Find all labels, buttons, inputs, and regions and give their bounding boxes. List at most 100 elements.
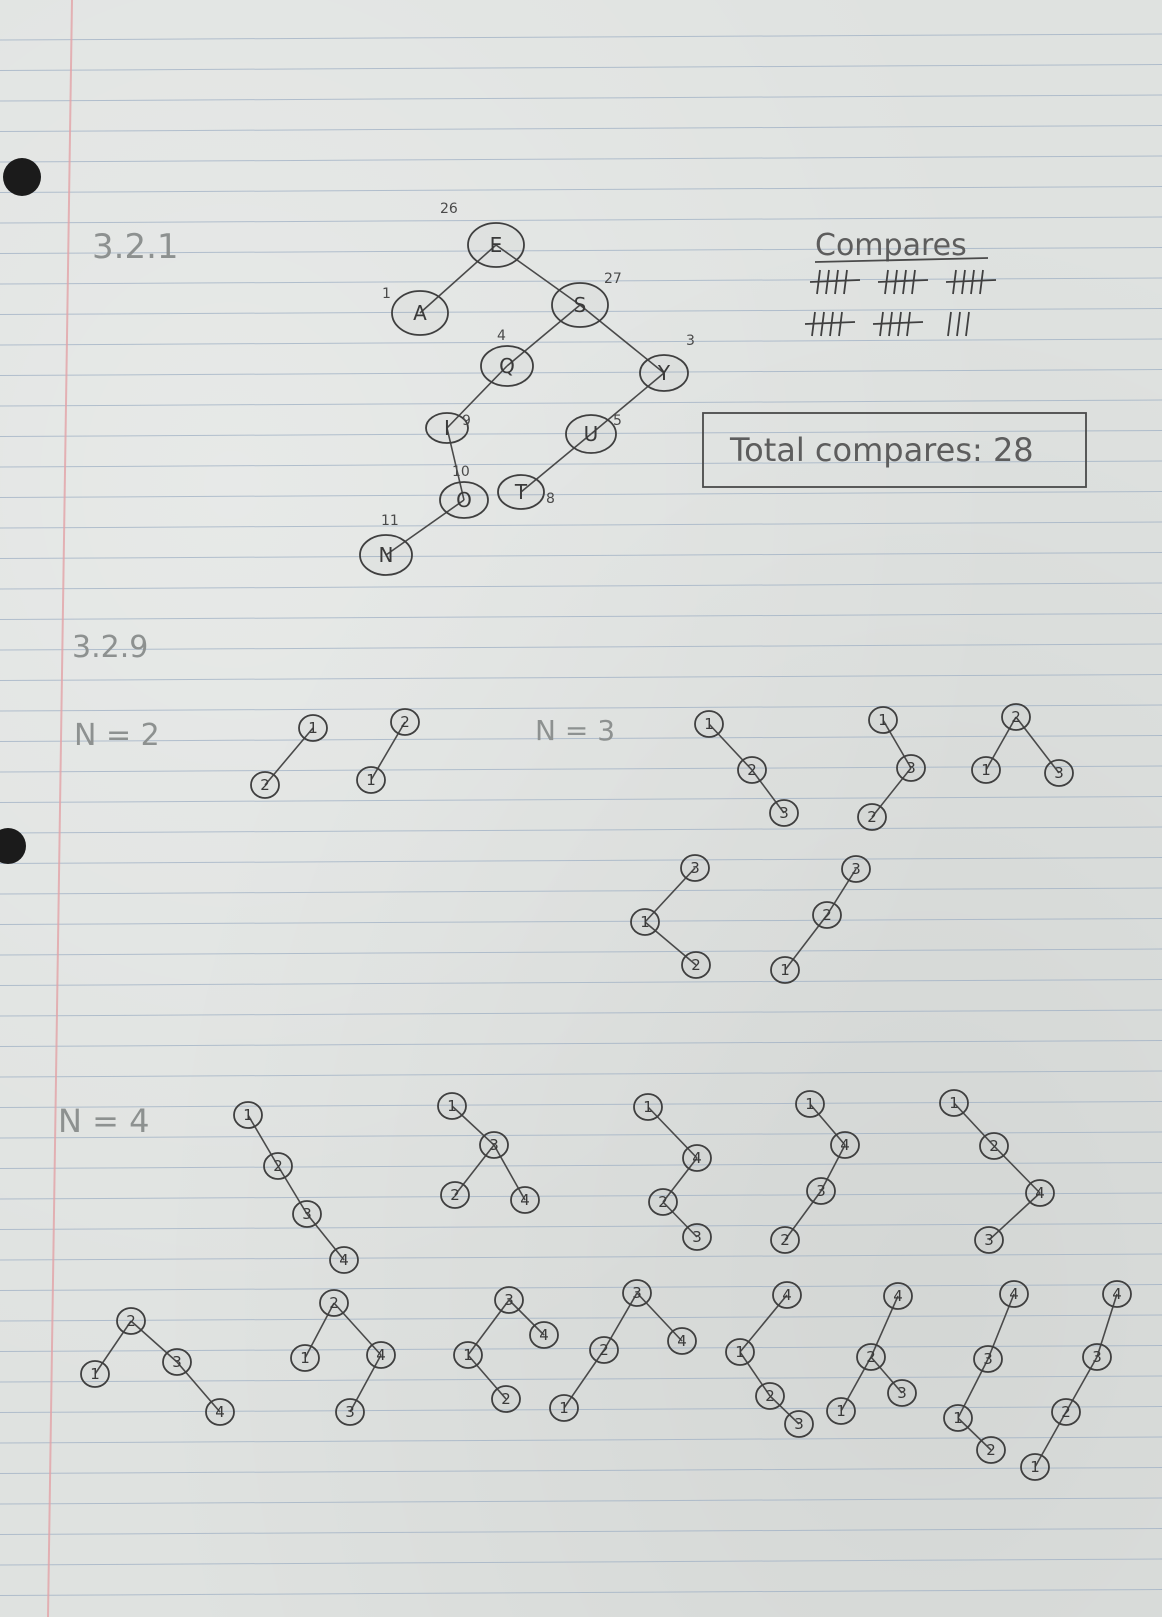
tree-node: 1 [453,1341,483,1369]
node-label: 4 [677,1332,687,1350]
node-label: 4 [520,1191,530,1209]
node-circle [999,1280,1029,1308]
tree-edge [988,1192,1041,1241]
total-compares: Total compares: 28 [729,431,1034,469]
node-circle [868,706,898,734]
tree-node: 2 [812,901,842,929]
node-circle [425,412,469,444]
tree-node: 2 [263,1152,293,1180]
tree-node: 3 [292,1200,322,1228]
ruled-line [0,796,1162,803]
tree-edge [247,1114,279,1167]
ruled-line [0,1223,1162,1230]
n3-tree-2: 132 [857,706,926,831]
ruled-line [0,399,1162,407]
node-circle [770,1226,800,1254]
ruled-line [0,735,1162,742]
tally-stroke [965,311,970,337]
tree-edge [130,1320,178,1363]
ruled-line [0,430,1162,437]
tree-node: 3 [1044,759,1074,787]
n3-tree-4: 312 [630,854,711,979]
node-circle [263,1152,293,1180]
node-label: 4 [1035,1184,1045,1202]
node-circle [939,1089,969,1117]
node-circle [250,771,280,799]
node-circle [292,1200,322,1228]
ruled-line [0,216,1162,224]
margin-line [47,0,73,1617]
node-label: 3 [345,1403,355,1421]
tree-node: 1 [80,1360,110,1388]
node-label: T [514,480,528,504]
node-circle [1082,1343,1112,1371]
node-circle [439,481,489,519]
tree-node-s: S27 [551,271,622,328]
node-circle [826,1397,856,1425]
node-circle [784,1410,814,1438]
tree-edge [662,1201,698,1238]
node-label: 1 [878,711,888,729]
tree-node: 4 [682,1144,712,1172]
tree-edge [1015,716,1060,774]
tree-node: 4 [205,1398,235,1426]
node-circle [770,956,800,984]
insert-order-label: 3 [686,333,695,349]
tally-stroke [911,269,916,295]
ruled-line [0,613,1162,620]
ruled-line [0,1497,1162,1505]
node-label: 3 [489,1136,499,1154]
node-label: 4 [692,1149,702,1167]
node-label: 2 [1011,708,1021,726]
node-label: E [490,233,503,257]
ruled-line [0,1467,1162,1474]
node-circle [772,1281,802,1309]
node-label: 1 [243,1106,253,1124]
ruled-line [0,1314,1162,1322]
ruled-line [0,33,1162,41]
tree-node-a: A1 [382,286,449,336]
node-label: A [413,301,427,325]
node-circle [162,1348,192,1376]
node-circle [497,474,545,510]
tally-stroke [956,311,961,337]
node-label: 3 [302,1205,312,1223]
node-label: U [584,422,599,446]
tree-node: 2 [976,1436,1006,1464]
node-circle [551,282,609,328]
ruled-line [0,887,1162,895]
node-label: 3 [692,1228,702,1246]
tree-edge [1065,1356,1098,1413]
node-label: 1 [447,1097,457,1115]
node-label: 1 [836,1402,846,1420]
tally-group [945,269,997,295]
node-circle [769,799,799,827]
node-label: 4 [539,1326,549,1344]
tree-edge [644,867,696,923]
tree-edge [579,304,665,374]
tree-node: 2 [737,756,767,784]
node-circle [440,1181,470,1209]
tally-stroke [829,311,834,337]
tree-node-u: U5 [565,413,622,454]
ruled-line [0,765,1162,773]
ruled-line [0,857,1162,864]
tree-node: 2 [390,708,420,736]
node-label: 3 [504,1291,514,1309]
ruled-line [0,369,1162,376]
node-label: 4 [339,1251,349,1269]
ruled-line [0,1528,1162,1535]
punch-hole-top [3,158,41,196]
tree-edge [508,1299,545,1336]
compares-title: Compares [815,228,967,263]
tree-node: 2 [681,951,711,979]
node-circle [812,901,842,929]
tree-edge [993,1145,1041,1194]
node-circle [682,1144,712,1172]
node-circle [841,855,871,883]
tree-node: 3 [680,854,710,882]
tree-node: 4 [830,1131,860,1159]
